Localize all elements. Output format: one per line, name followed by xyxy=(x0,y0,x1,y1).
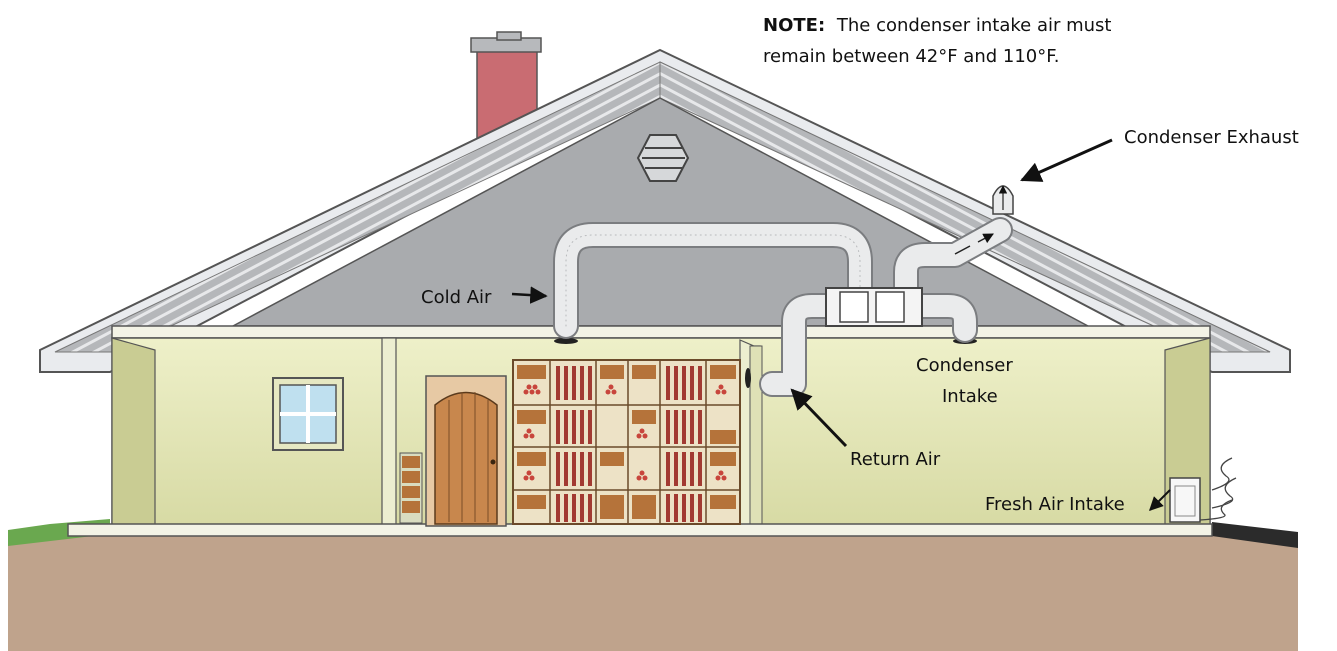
cellar-door xyxy=(425,375,507,527)
window xyxy=(272,377,344,451)
roof-exhaust-vent-icon xyxy=(992,185,1014,215)
label-return-air: Return Air xyxy=(850,449,941,470)
partition-wall-left xyxy=(381,337,397,527)
exhaust-flow-arrows xyxy=(954,234,993,255)
wine-racks xyxy=(512,359,741,525)
floor-slab xyxy=(67,523,1213,537)
wine-box-stack xyxy=(399,452,423,524)
fresh-air-intake-arrow xyxy=(1149,489,1171,511)
condenser-exhaust-arrow xyxy=(1020,138,1113,182)
cold-air-duct xyxy=(553,222,873,339)
label-condenser-intake-line-2: Intake xyxy=(942,386,998,407)
condenser-exhaust-duct xyxy=(893,217,1013,305)
fresh-air-flow-icon xyxy=(1199,457,1237,521)
return-air-arrow xyxy=(790,388,848,448)
cold-air-arrow xyxy=(511,286,548,304)
label-fresh-air-intake: Fresh Air Intake xyxy=(985,494,1125,515)
ceiling xyxy=(111,325,1211,339)
condenser-intake-duct xyxy=(905,293,978,343)
cooling-unit xyxy=(825,287,923,327)
note-line-2: remain between 42°F and 110°F. xyxy=(763,46,1059,67)
label-cold-air: Cold Air xyxy=(421,287,492,308)
label-condenser-intake-line-1: Condenser xyxy=(916,355,1013,376)
note-text-1: The condenser intake air must xyxy=(836,15,1112,36)
right-slab xyxy=(1212,522,1298,548)
left-wall-edge xyxy=(111,337,156,527)
attic-vent-icon xyxy=(636,134,690,182)
ground xyxy=(8,532,1298,651)
note-line-1: NOTE: The condenser intake air must xyxy=(763,15,1111,36)
label-condenser-exhaust: Condenser Exhaust xyxy=(1124,127,1299,148)
return-wall-vent-icon xyxy=(745,368,751,388)
fresh-air-intake-box xyxy=(1169,477,1201,523)
return-air-duct xyxy=(759,293,843,397)
note-heading: NOTE: xyxy=(763,15,825,36)
cold-air-supply-vent-icon xyxy=(554,338,578,344)
